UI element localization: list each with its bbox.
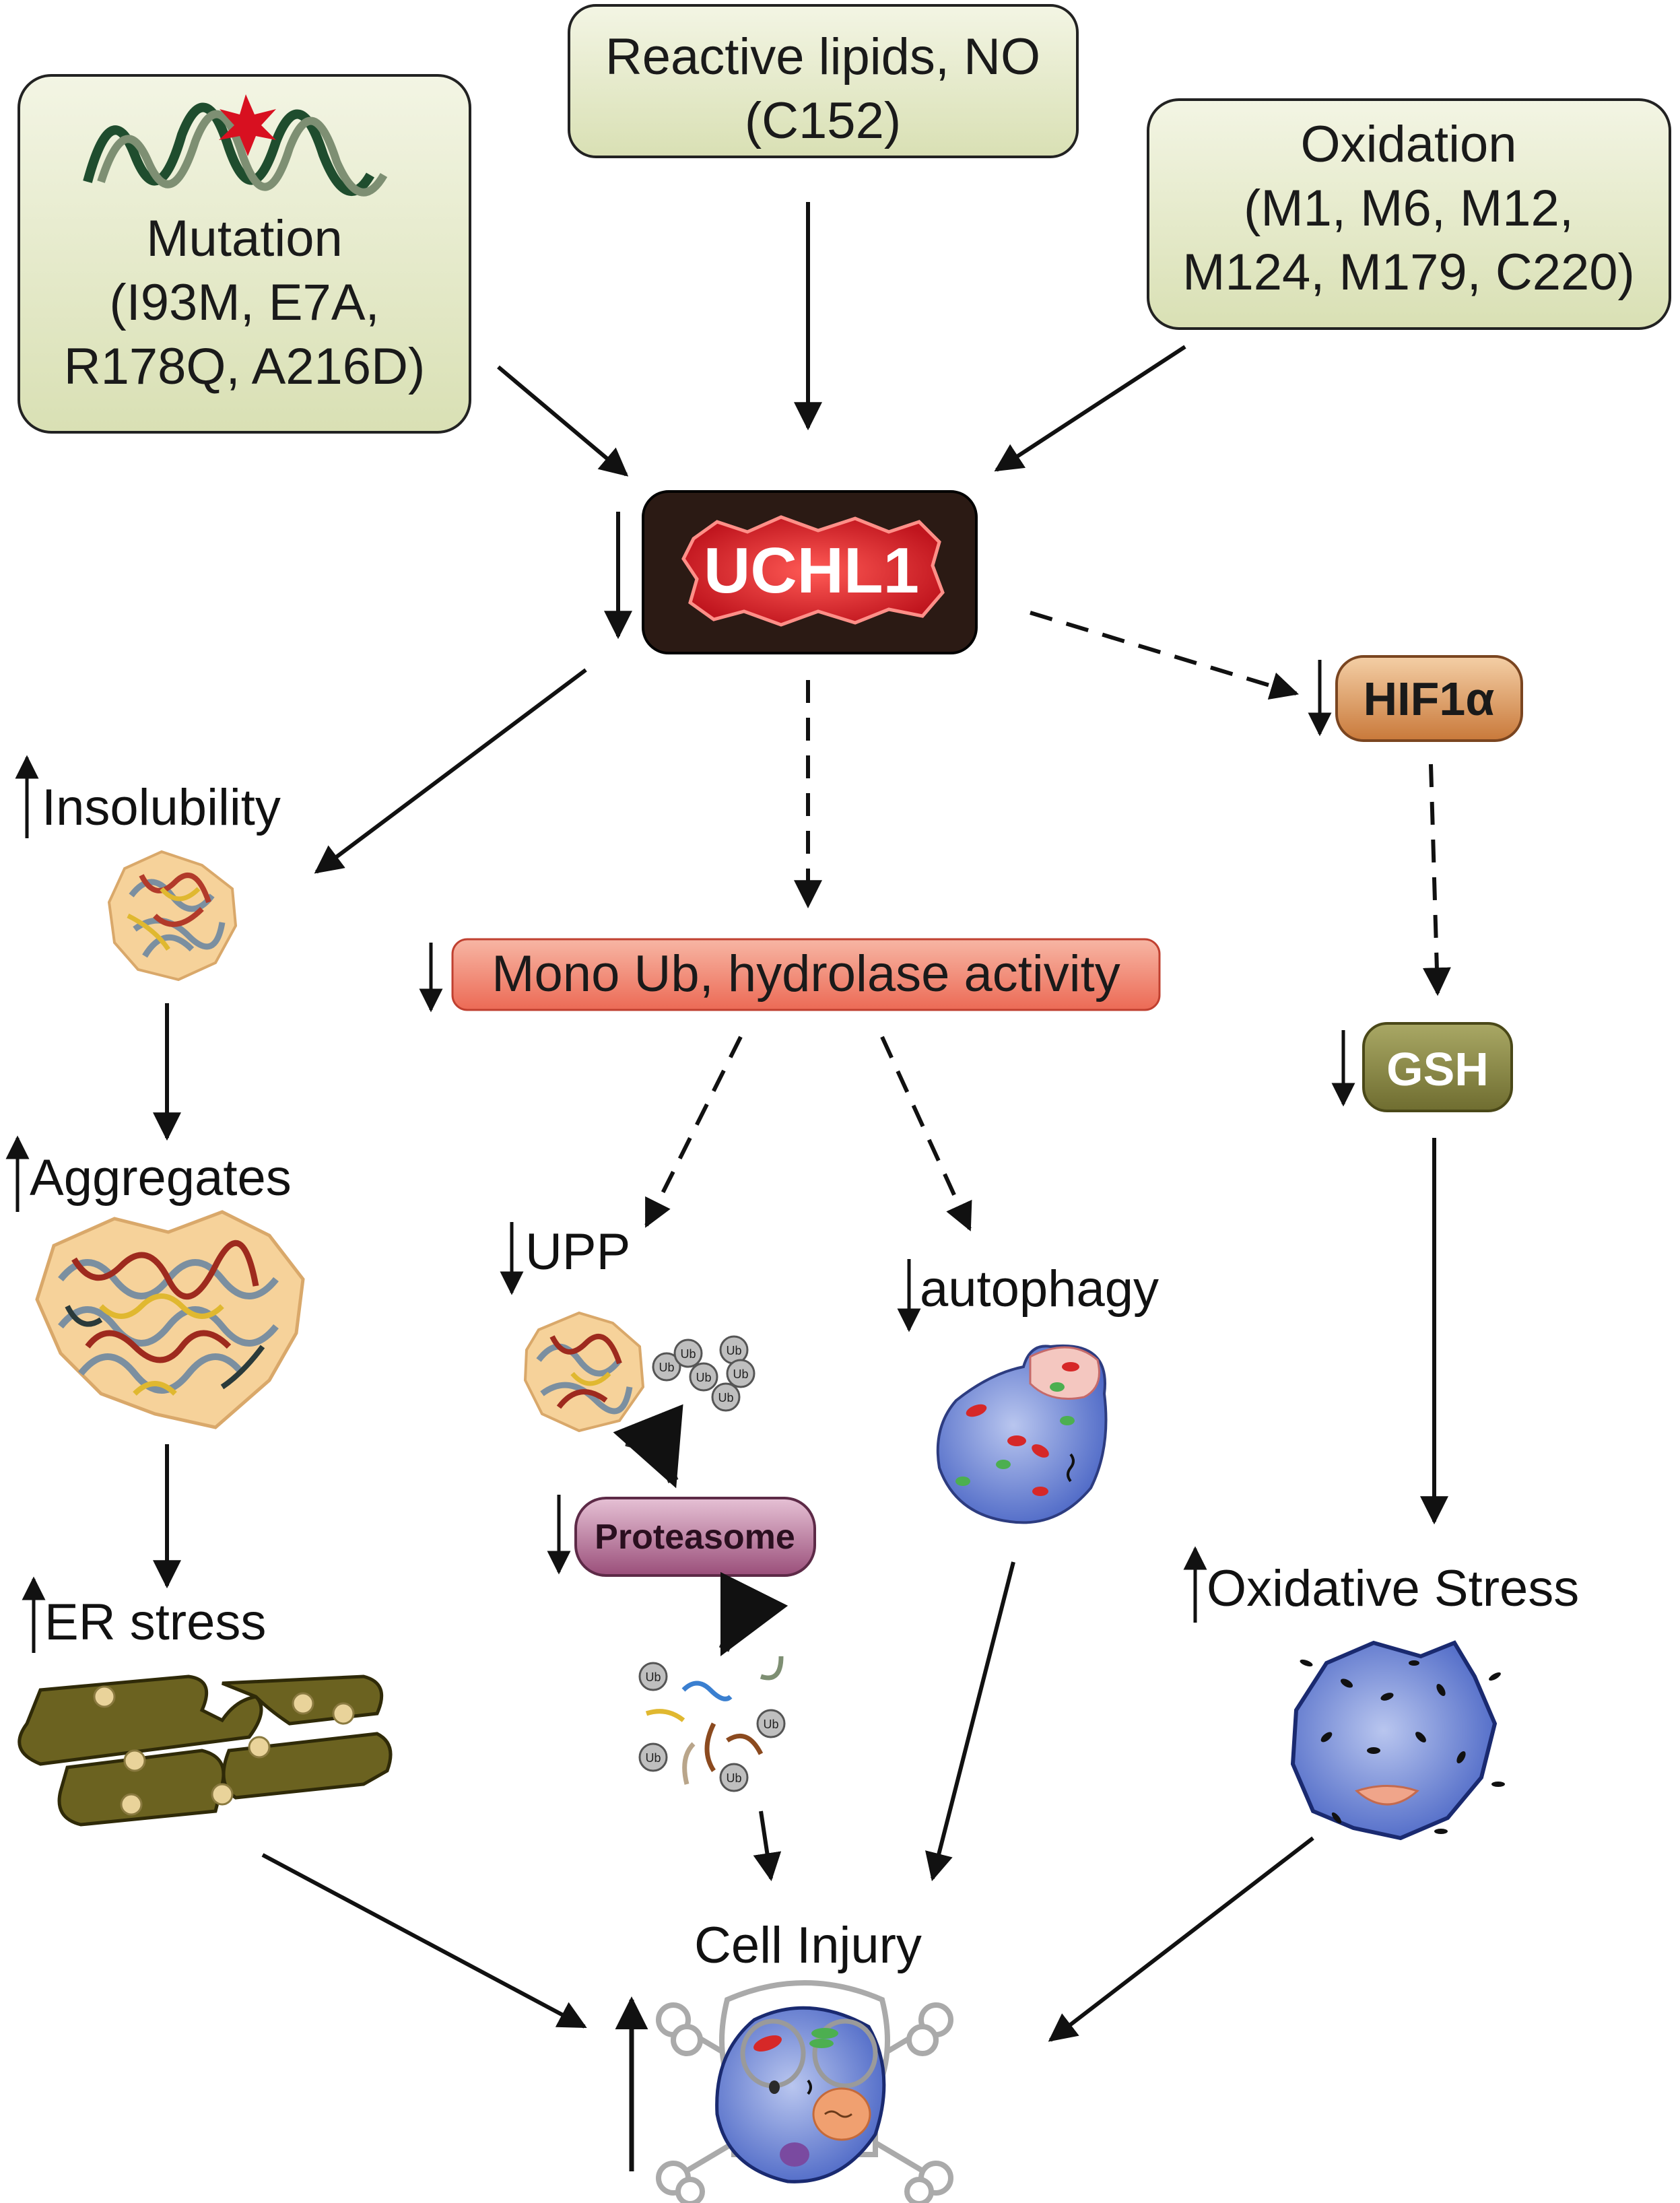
oxidative-stress-node: Oxidative Stress	[1183, 1546, 1579, 1623]
ubiquitin-icon: Ub Ub Ub Ub Ub Ub	[652, 1335, 755, 1412]
ub-text: Ub	[680, 1347, 696, 1361]
autophagosome-icon	[936, 1344, 1108, 1524]
mutation-title: Mutation	[146, 210, 343, 267]
arrow-oxidation-to-uchl1	[994, 345, 1186, 472]
mutation-line1: (I93M, E7A,	[109, 274, 379, 331]
ub-text: Ub	[645, 1670, 661, 1684]
oxidation-box: Oxidation (M1, M6, M12, M124, M179, C220…	[1147, 98, 1671, 330]
oxidation-line2: M124, M179, C220)	[1182, 244, 1635, 301]
er-stress-label: ER stress	[44, 1594, 266, 1651]
mutation-box: Mutation (I93M, E7A, R178Q, A216D)	[18, 74, 471, 434]
mono-ub-label: Mono Ub, hydrolase activity	[492, 945, 1120, 1003]
stressed-cell-icon	[1290, 1640, 1505, 1841]
ub-text: Ub	[718, 1391, 733, 1404]
reactive-lipids-box: Reactive lipids, NO (C152)	[568, 4, 1079, 158]
lipids-line2: (C152)	[745, 92, 901, 149]
arrow-mutation-to-uchl1	[497, 365, 629, 477]
arrow-uchl1-to-insolubility	[314, 668, 587, 874]
upp-label: UPP	[525, 1223, 630, 1281]
degraded-peptides-icon: Ub Ub Ub Ub	[638, 1656, 786, 1792]
aggregates-label: Aggregates	[30, 1149, 292, 1207]
autophagy-label: autophagy	[920, 1260, 1159, 1318]
ub-text: Ub	[733, 1367, 748, 1381]
arrow-upp-to-cell-injury	[753, 1810, 782, 1882]
upp-node: UPP	[500, 1222, 630, 1295]
ubiquitinated-aggregate-icon	[523, 1311, 645, 1433]
arrow-hif1a-to-gsh	[1422, 764, 1451, 996]
oxidation-line1: (M1, M6, M12,	[1244, 180, 1574, 237]
proteasome-node: Proteasome	[547, 1495, 816, 1577]
er-organelle-icon	[18, 1674, 393, 1827]
aggregates-node: Aggregates	[5, 1135, 292, 1212]
arrow-autophagy-to-cell-injury	[925, 1561, 1015, 1882]
insolubility-node: Insolubility	[15, 755, 281, 838]
large-aggregate-icon	[35, 1210, 305, 1429]
oxidation-title: Oxidation	[1300, 116, 1516, 173]
hif1a-label: HIF1α	[1364, 673, 1495, 725]
gsh-label: GSH	[1386, 1043, 1489, 1095]
proteasome-label: Proteasome	[595, 1518, 795, 1557]
ub-text: Ub	[763, 1718, 778, 1731]
arrow-uchl1-to-hif1a	[1030, 611, 1300, 700]
protein-aggregate-icon	[107, 850, 238, 982]
uchl1-label: UCHL1	[704, 535, 919, 607]
er-stress-node: ER stress	[22, 1576, 266, 1653]
gsh-node: GSH	[1331, 1022, 1513, 1112]
ub-text: Ub	[696, 1371, 711, 1384]
oxidative-stress-label: Oxidative Stress	[1207, 1560, 1579, 1617]
ub-text: Ub	[726, 1771, 741, 1785]
arrow-monoub-to-autophagy	[880, 1036, 972, 1231]
uchl1-node: UCHL1	[604, 490, 978, 654]
curved-arrow-to-proteasome	[613, 1404, 683, 1489]
insolubility-label: Insolubility	[42, 779, 281, 836]
lipids-line1: Reactive lipids, NO	[605, 28, 1040, 86]
arrow-monoub-to-upp	[644, 1036, 743, 1228]
arrow-oxstress-to-cell-injury	[1048, 1836, 1314, 2042]
curved-arrow-from-proteasome	[718, 1571, 788, 1657]
mutation-line2: R178Q, A216D)	[64, 338, 426, 395]
dna-mutation-icon	[83, 94, 388, 197]
hif1a-node: HIF1α	[1308, 655, 1523, 742]
autophagy-node: autophagy	[897, 1259, 1159, 1332]
ub-text: Ub	[726, 1344, 741, 1357]
ub-text: Ub	[645, 1751, 661, 1765]
cell-injury-label: Cell Injury	[694, 1917, 922, 1974]
mono-ub-node: Mono Ub, hydrolase activity	[419, 938, 1161, 1013]
ub-text: Ub	[659, 1361, 674, 1374]
arrow-er-to-cell-injury	[261, 1853, 587, 2029]
injured-cell-skull-icon	[656, 1980, 953, 2203]
